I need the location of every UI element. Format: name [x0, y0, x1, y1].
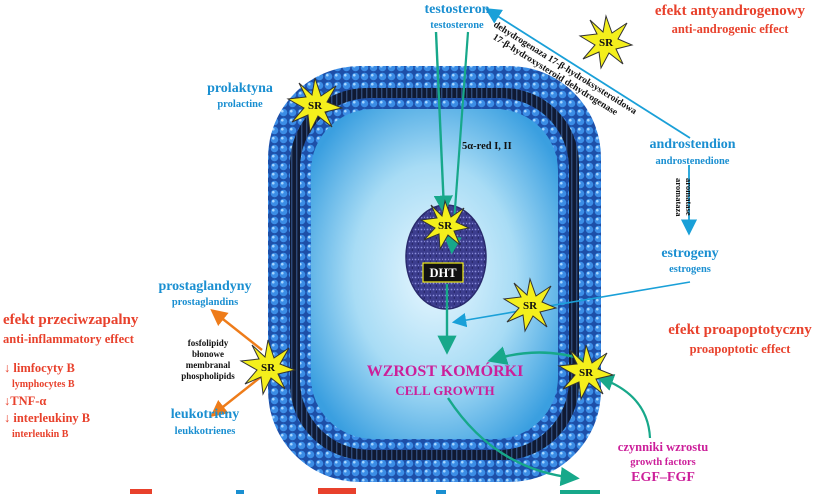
sr-star-right	[557, 344, 615, 401]
leukotrienes-label: leukkotrienes	[174, 426, 236, 437]
aromatase-label-pl: aromataza	[674, 178, 684, 217]
phospholipids-line-4: phospholipids	[181, 371, 235, 381]
antiandrogenic-effect-pl: efekt antyandrogenowy	[654, 3, 806, 19]
phospholipids-line-1: fosfolipidy	[187, 338, 229, 348]
aromatase-label-en: aromatase	[684, 178, 694, 216]
androstendion-label: androstendion	[649, 137, 736, 152]
arrow-growth-factors	[446, 397, 580, 487]
cell-growth-pl: WZROST KOMÓRKI	[366, 363, 524, 380]
sr-label-6: SR	[579, 367, 594, 379]
sr-label-3: SR	[438, 220, 453, 232]
arrow-prostaglandins	[210, 309, 263, 351]
prolaktyna-label: prolaktyna	[207, 81, 273, 96]
phospholipids-line-2: błonowe	[191, 349, 224, 359]
growth-factors-pl: czynniki wzrostu	[617, 440, 709, 454]
interleukins-en: interleukin B	[12, 429, 69, 440]
sr-label-1: SR	[599, 37, 614, 49]
growth-factors-en: growth factors	[630, 457, 696, 468]
leukotrieny-label: leukotrieny	[170, 407, 240, 422]
arrow-factors-sr	[595, 374, 652, 439]
egf-fgf-label: EGF–FGF	[631, 470, 695, 485]
sr-label-4: SR	[523, 300, 538, 312]
sr-star-left	[239, 339, 297, 396]
lymphocytes-pl: ↓ limfocyty B	[4, 361, 75, 375]
estrogens-label: estrogens	[669, 264, 711, 275]
arrow-androstenedione-testosterone	[484, 8, 691, 139]
dht-label: DHT	[429, 266, 457, 280]
sr-star-nucleus	[419, 199, 471, 251]
cropped-bottom-text	[130, 488, 600, 494]
lymphocytes-en: lymphocytes B	[12, 379, 75, 390]
antiandrogenic-effect-en: anti-androgenic effect	[671, 22, 789, 36]
arrows	[210, 8, 698, 487]
proapoptotic-effect-en: proapoptotic effect	[689, 342, 791, 356]
prolactine-label: prolactine	[217, 99, 263, 110]
testosterone-label: testosterone	[430, 20, 484, 31]
arrow-leukotrienes	[210, 375, 263, 417]
arrow-5ared-dht	[444, 31, 470, 255]
testosteron-label: testosteron	[424, 2, 490, 17]
prostaglandyny-label: prostaglandyny	[158, 279, 252, 294]
dht-box	[422, 262, 464, 283]
sr-star-prolactin	[286, 77, 344, 134]
5a-reductase-label: 5α-red I, II	[462, 141, 512, 152]
antiinflammatory-effect-en: anti-inflammatory effect	[3, 332, 134, 346]
estrogeny-label: estrogeny	[661, 246, 719, 261]
arrow-estrogens-cell	[451, 281, 691, 328]
androstenedione-label: androstenedione	[655, 156, 730, 167]
tnf-label: ↓TNF-α	[4, 394, 47, 408]
proapoptotic-effect-pl: efekt proapoptotyczny	[668, 322, 812, 338]
antiinflammatory-effect-pl: efekt przeciwzapalny	[3, 312, 139, 328]
sr-label-2: SR	[308, 100, 323, 112]
arrow-testosterone-down	[433, 31, 453, 215]
sr-star-top-right	[578, 14, 634, 70]
phospholipids-line-3: membranal	[185, 360, 231, 370]
cell-growth-en: CELL GROWTH	[395, 383, 495, 398]
sr-star-estrogen	[502, 277, 558, 333]
sr-label-5: SR	[261, 362, 276, 374]
interleukins-pl: ↓ interleukiny B	[4, 411, 91, 425]
prostaglandins-label: prostaglandins	[171, 297, 239, 308]
